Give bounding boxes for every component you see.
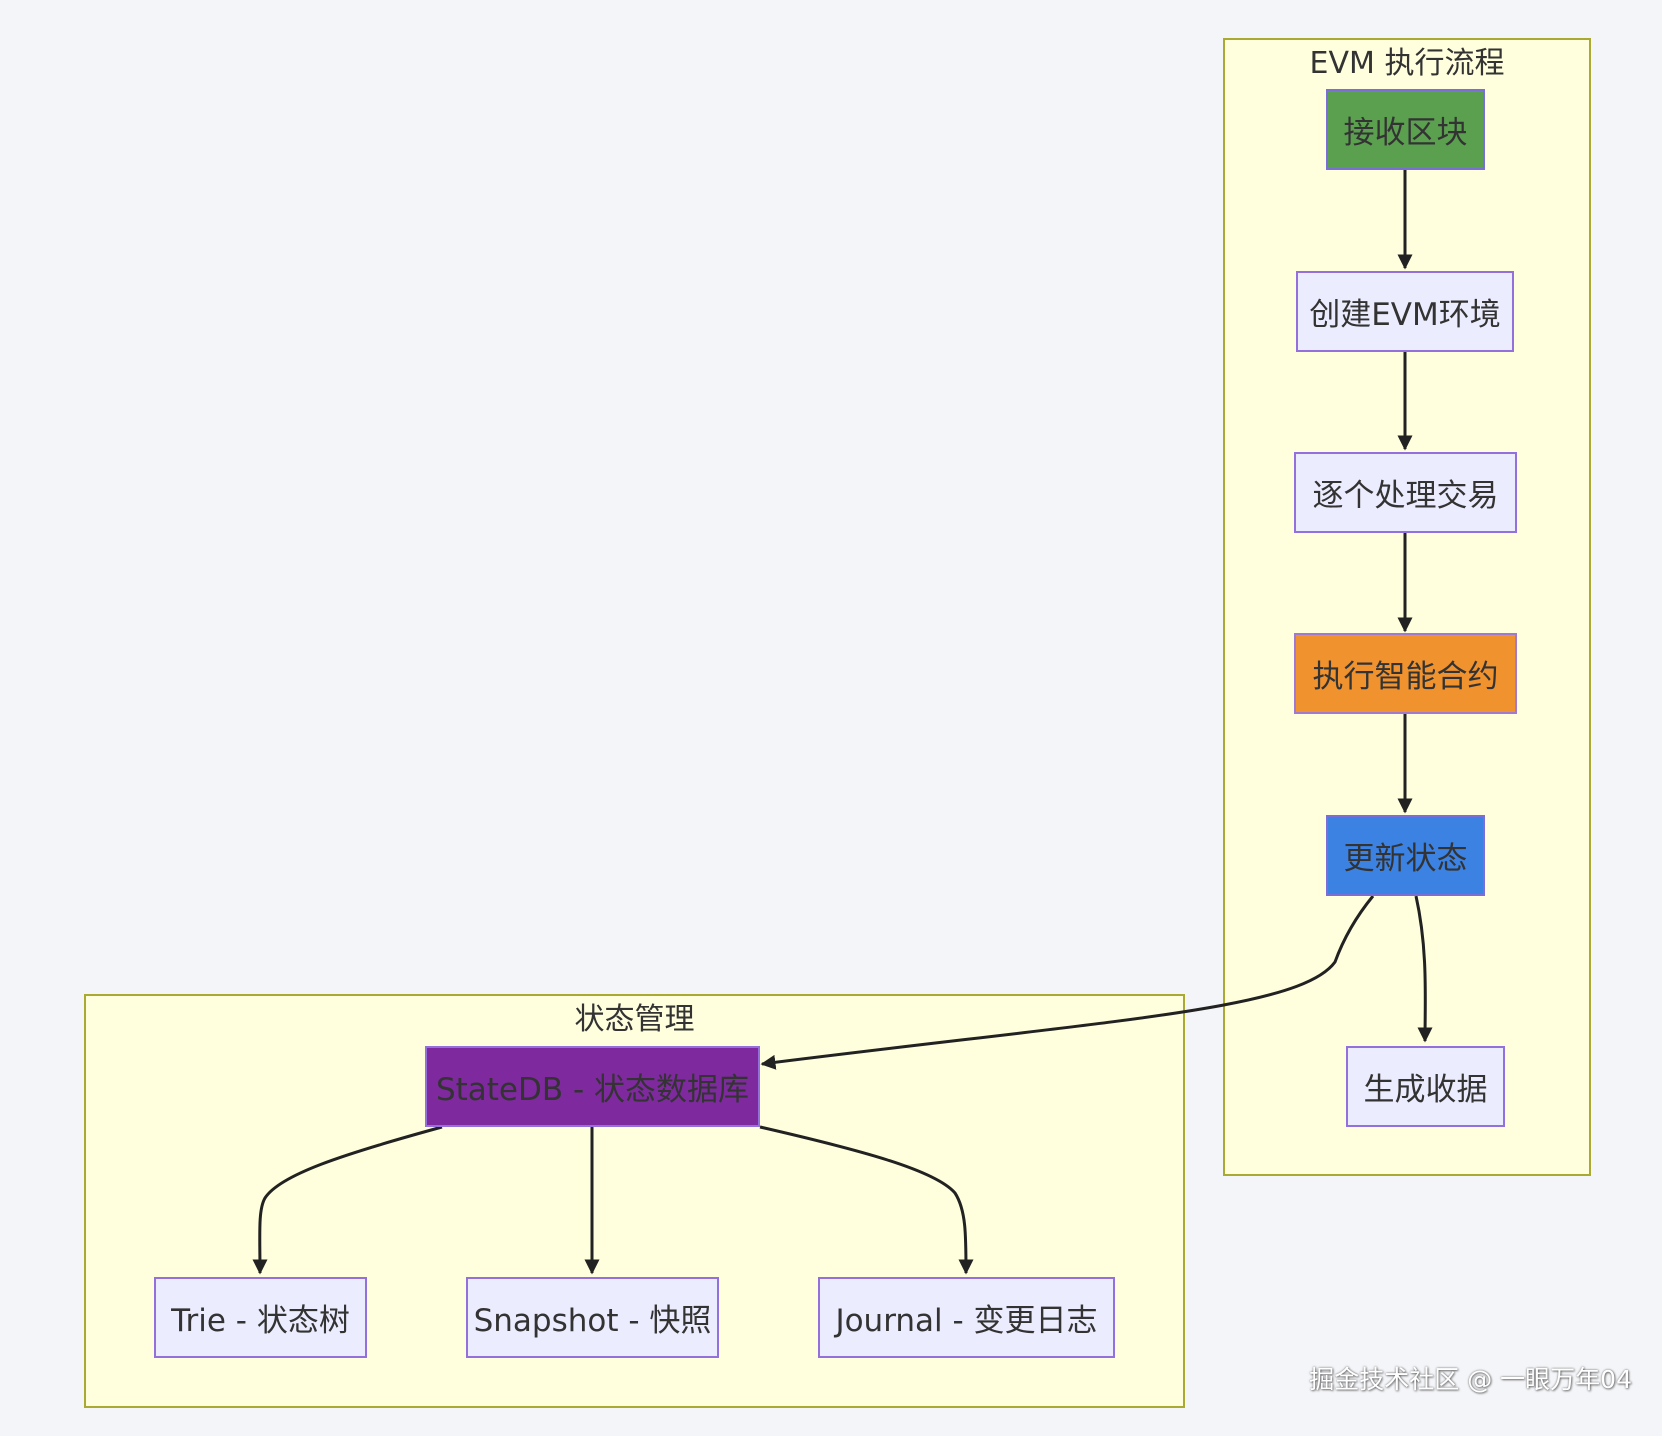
- node-generate-receipt: 生成收据: [1346, 1046, 1505, 1127]
- cluster-evm-flow: EVM 执行流程: [1223, 38, 1591, 1176]
- node-receive-block: 接收区块: [1326, 89, 1485, 170]
- node-process-transactions: 逐个处理交易: [1294, 452, 1517, 533]
- cluster-evm-flow-title: EVM 执行流程: [1309, 46, 1505, 81]
- node-journal: Journal - 变更日志: [818, 1277, 1115, 1358]
- node-update-state: 更新状态: [1326, 815, 1485, 896]
- node-statedb: StateDB - 状态数据库: [425, 1046, 760, 1127]
- node-execute-contract: 执行智能合约: [1294, 633, 1517, 714]
- node-create-evm-env: 创建EVM环境: [1296, 271, 1514, 352]
- watermark-text: 掘金技术社区 @ 一眼万年04: [1309, 1365, 1632, 1394]
- node-snapshot: Snapshot - 快照: [466, 1277, 719, 1358]
- cluster-state-management-title: 状态管理: [574, 1002, 695, 1037]
- node-trie: Trie - 状态树: [154, 1277, 367, 1358]
